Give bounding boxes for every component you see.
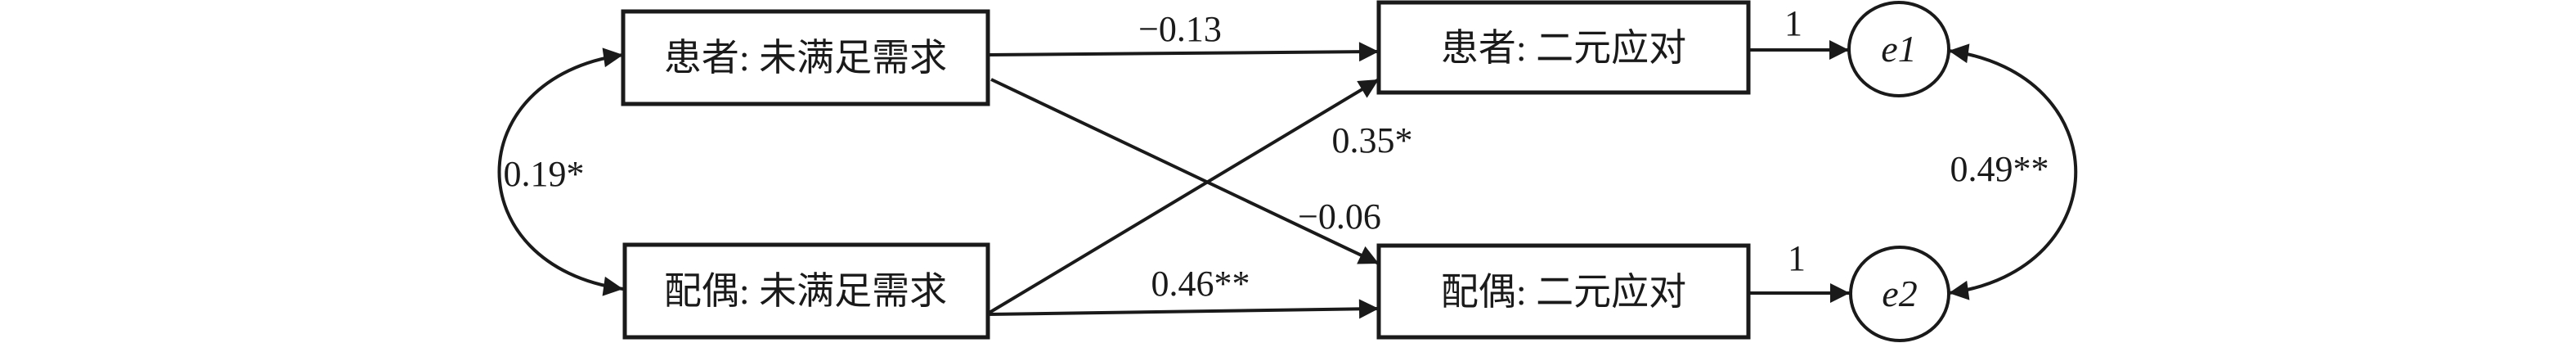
node-label: 配偶: 未满足需求: [664, 270, 947, 312]
node-label: 患者: 二元应对: [1441, 27, 1686, 69]
coef-label-patient-unmet-to-spouse-coping: −0.06: [1298, 196, 1381, 237]
path-arrow-spouse-unmet-to-patient-coping: [986, 78, 1380, 315]
node-patient-unmet-needs: 患者: 未满足需求: [621, 9, 990, 106]
covariance-curve-errors: [1948, 43, 2078, 300]
error-term-e2: e2: [1849, 246, 1950, 342]
coef-label-e1: 1: [1784, 3, 1802, 43]
node-label: 患者: 未满足需求: [664, 37, 947, 79]
coef-label-patient-unmet-to-patient-coping: −0.13: [1138, 9, 1222, 49]
path-arrow-spouse-unmet-to-spouse-coping: [987, 299, 1380, 319]
covariance-label-unmet: 0.19*: [504, 154, 585, 194]
node-spouse-unmet-needs: 配偶: 未满足需求: [622, 242, 990, 340]
error-term-e1: e1: [1847, 1, 1950, 97]
error-label: e2: [1882, 273, 1917, 314]
covariance-curve-unmet: [497, 47, 624, 296]
coef-label-spouse-unmet-to-patient-coping: 0.35*: [1332, 120, 1413, 160]
error-label: e1: [1881, 28, 1916, 70]
path-arrow-patient-unmet-to-spouse-coping: [990, 78, 1380, 265]
path-arrow-patient-unmet-to-patient-coping: [987, 42, 1380, 62]
node-spouse-dyadic-coping: 配偶: 二元应对: [1376, 243, 1751, 340]
covariance-label-errors: 0.49**: [1950, 149, 2049, 189]
coef-label-spouse-unmet-to-spouse-coping: 0.46**: [1151, 264, 1250, 304]
coef-label-e2: 1: [1788, 238, 1806, 278]
node-label: 配偶: 二元应对: [1441, 271, 1686, 313]
node-patient-dyadic-coping: 患者: 二元应对: [1376, 0, 1751, 95]
